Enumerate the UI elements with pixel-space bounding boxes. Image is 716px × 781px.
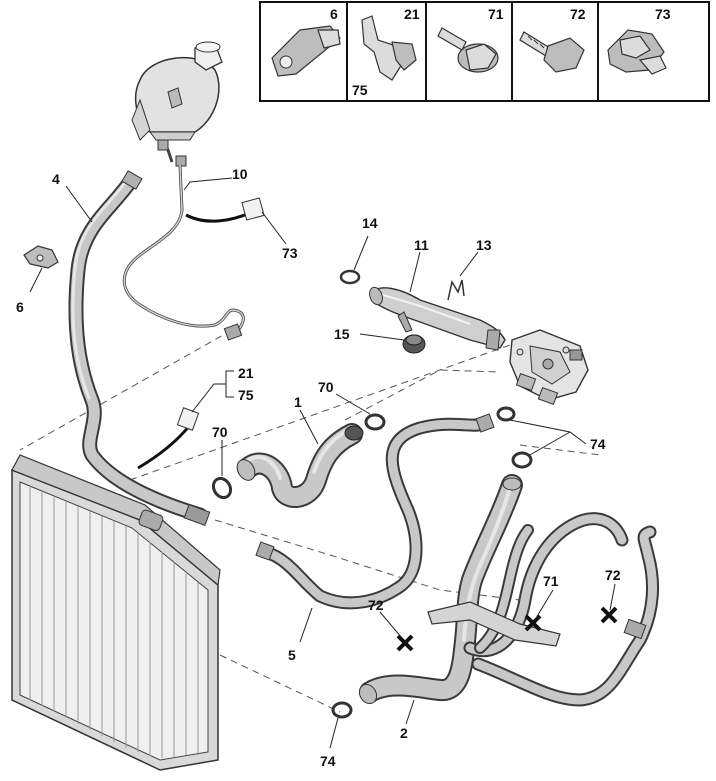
callout-72-right: 72 — [605, 567, 621, 583]
radiator — [11, 454, 221, 771]
legend-number-73: 73 — [655, 6, 671, 22]
thermostat-housing-11 — [369, 286, 506, 351]
wire-with-clip-21 — [137, 407, 200, 470]
fastener-marker-72-right — [600, 606, 618, 624]
fastener-marker-71 — [524, 614, 542, 632]
callout-74-right: 74 — [590, 436, 606, 452]
leader-lines — [29, 177, 616, 749]
callout-21: 21 — [238, 365, 254, 381]
hose-clamp-70-left — [211, 476, 233, 500]
degassing-pipe-10 — [122, 164, 245, 341]
flange-bolt-icon — [437, 27, 499, 73]
callout-1: 1 — [294, 394, 302, 410]
callout-4: 4 — [52, 171, 60, 187]
expansion-tank — [131, 41, 223, 167]
spring-clip-13 — [447, 279, 465, 301]
callout-11: 11 — [414, 237, 429, 253]
callout-10: 10 — [232, 166, 248, 182]
clip-icon — [361, 15, 417, 81]
plug-15 — [402, 334, 426, 354]
bracket-6 — [23, 245, 59, 269]
callout-75: 75 — [238, 387, 254, 403]
screw-icon — [519, 31, 585, 73]
legend-cell-72: 72 — [519, 6, 586, 73]
cable-clip-icon — [607, 29, 667, 75]
callout-14: 14 — [362, 215, 378, 231]
callout-5: 5 — [288, 647, 296, 663]
callout-13: 13 — [476, 237, 492, 253]
legend-number-75: 75 — [352, 82, 368, 98]
branch-hose-far-right — [471, 525, 660, 707]
legend-cell-73: 73 — [607, 6, 671, 75]
legend-cell-6: 6 — [271, 6, 341, 77]
legend-cell-21: 21 75 — [352, 6, 420, 98]
hose-4 — [68, 170, 211, 526]
wire-with-clip-73 — [185, 197, 265, 223]
hose-clamp-74-bottom — [331, 701, 353, 719]
hose-5 — [255, 413, 495, 610]
parts-legend: 6 21 75 71 72 — [259, 1, 710, 102]
callout-labels: 4 10 73 6 14 11 13 15 21 75 1 70 70 74 7… — [16, 166, 621, 769]
legend-number-6: 6 — [330, 6, 338, 22]
callout-6: 6 — [16, 299, 24, 315]
legend-number-21: 21 — [404, 6, 420, 22]
callout-70-left: 70 — [212, 424, 228, 440]
callout-73: 73 — [282, 245, 298, 261]
callout-74-bottom: 74 — [320, 753, 336, 769]
callout-71: 71 — [543, 573, 559, 589]
hose-clamp-70-right — [364, 413, 386, 431]
callout-70-right: 70 — [318, 379, 334, 395]
legend-cell-71: 71 — [437, 6, 504, 73]
hose-clamp-74-top — [496, 406, 516, 422]
water-outlet-housing — [509, 329, 589, 406]
legend-number-72: 72 — [570, 6, 586, 22]
hose-clamp-74-middle — [511, 451, 533, 469]
fastener-marker-72-left — [396, 634, 414, 652]
mounting-bracket — [427, 601, 561, 647]
callout-72-left: 72 — [368, 597, 384, 613]
callout-2: 2 — [400, 725, 408, 741]
o-ring-14 — [339, 269, 361, 285]
bracket-icon — [271, 25, 341, 77]
legend-number-71: 71 — [488, 6, 504, 22]
assembly-guide-lines — [19, 329, 601, 713]
hose-1 — [236, 423, 364, 508]
branch-hose-right — [463, 512, 629, 657]
callout-15: 15 — [334, 326, 350, 342]
